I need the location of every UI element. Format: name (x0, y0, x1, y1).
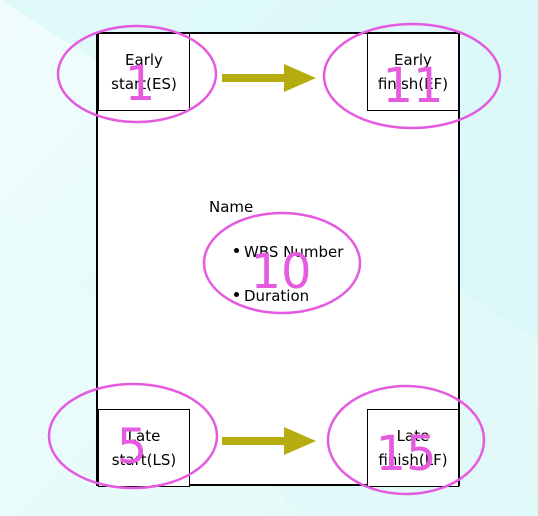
bullet-duration: Duration (234, 287, 309, 305)
late-start-label-line2: start(LS) (111, 451, 177, 469)
early-start-label-line2: start(ES) (111, 75, 177, 93)
late-finish-label-line1: Late (396, 427, 430, 445)
early-start-label-line1: Early (125, 51, 163, 69)
early-start-cell: Early start(ES) (98, 33, 190, 111)
activity-name-label: Name (209, 198, 254, 216)
late-start-label-line1: Late (127, 427, 161, 445)
early-finish-label-line2: finish(EF) (377, 75, 449, 93)
early-finish-cell: Early finish(EF) (367, 33, 459, 111)
late-finish-cell: Late finish(LF) (367, 409, 459, 487)
late-finish-label-line2: finish(LF) (378, 451, 448, 469)
bullet-dot-icon (234, 292, 239, 297)
bullet-wbs-number: WBS Number (234, 243, 343, 261)
late-start-cell: Late start(LS) (98, 409, 190, 487)
bullet-duration-text: Duration (244, 287, 310, 305)
early-finish-label-line1: Early (394, 51, 432, 69)
bullet-dot-icon (234, 248, 239, 253)
bullet-wbs-text: WBS Number (244, 243, 344, 261)
